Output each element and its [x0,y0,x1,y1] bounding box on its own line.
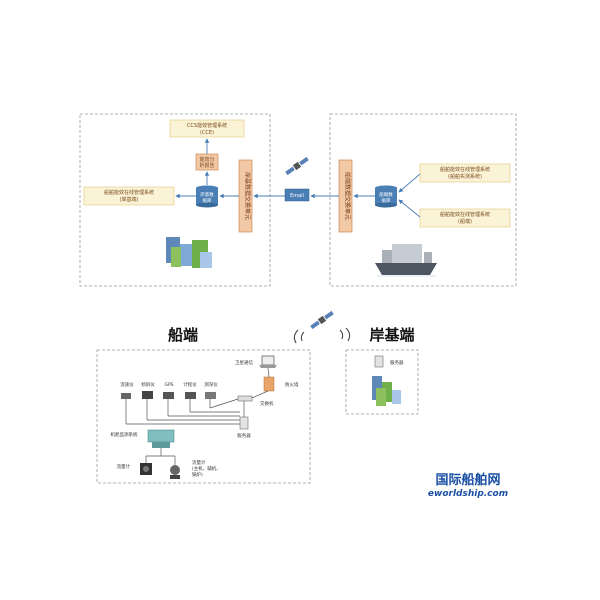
signal-waves [293,327,351,344]
logo-en-text: eworldship.com [428,489,508,499]
engine-room-monitor-icon: 机舱监测系统 [111,429,175,448]
email-box: Email [284,188,310,202]
sensor-label-2: 倾斜仪 [141,381,155,388]
svg-text:(主机、辅机、: (主机、辅机、 [192,465,221,472]
svg-text:Email: Email [290,193,304,199]
ccs-box-line2: (CCE) [200,130,214,136]
cargo-ship-illustration [375,244,437,277]
shore-buildings-bottom [372,376,401,406]
svg-text:锅炉): 锅炉) [192,471,203,478]
firewall-icon: 防火墙 [263,376,299,392]
switch-icon: 交换机 [237,395,274,407]
shore-side-title: 岸基端 [369,326,414,344]
satellite-comm-laptop-icon: 卫星通信 [235,355,277,368]
shore-region-bottom [345,349,419,415]
svg-text:服务器: 服务器 [390,359,404,366]
fuel-meter-icon: 流量计 (主机、辅机、 锅炉) [170,459,221,479]
svg-text:机舱监测系统: 机舱监测系统 [111,431,138,438]
svg-text:船舶能效在线管理系统: 船舶能效在线管理系统 [440,166,490,173]
ship-exchange-unit: 船端数据交换单元 [338,159,353,233]
svg-text:能效分: 能效分 [199,156,214,163]
flow-meter-icon: 流量计 [117,463,152,475]
satellite-middle-icon [310,310,334,330]
svg-text:服务器: 服务器 [237,432,251,439]
shore-region-top [79,113,271,287]
svg-text:析报告: 析报告 [199,162,214,169]
ship-online-system-box: 船舶能效在线管理系统 (船端) [419,208,511,228]
svg-text:岸基数: 岸基数 [200,191,214,198]
sensor-label-4: 计程仪 [183,381,197,388]
svg-text:船端数: 船端数 [379,191,393,198]
sensor-label-3: GPS [164,382,173,388]
svg-text:(船端): (船端) [458,218,472,225]
svg-text:船舶能效在线管理系统: 船舶能效在线管理系统 [440,211,490,218]
shore-buildings-illustration [166,237,212,268]
energy-analysis-report-box: 能效分 析报告 [195,153,219,171]
svg-text:防火墙: 防火墙 [285,381,299,388]
ship-region-top [329,113,517,287]
ship-region-bottom [96,349,311,484]
svg-text:据库: 据库 [203,197,212,204]
svg-text:(船舶实测系统): (船舶实测系统) [448,173,482,180]
svg-text:交换机: 交换机 [260,400,274,407]
svg-text:流量计: 流量计 [117,463,131,470]
sensors-row: 流速仪 倾斜仪 GPS 计程仪 测深仪 [120,381,218,399]
svg-text:据库: 据库 [382,197,391,204]
shore-server-icon: 服务器 [374,355,404,368]
ship-database: 船端数 据库 [375,185,397,208]
top-arrows [175,138,421,218]
ship-measurement-system-box: 船舶能效在线管理系统 (船舶实测系统) [419,163,511,183]
shore-database: 岸基数 据库 [196,185,218,208]
svg-text:船端数据交换单元: 船端数据交换单元 [344,172,352,220]
shore-exchange-unit: 岸基数据交换单元 [238,159,253,233]
ccs-box-line1: CCS能效管理系统 [187,122,227,129]
logo-cn-text: 国际船舶网 [435,472,500,488]
sensor-label-1: 流速仪 [120,381,134,388]
svg-text:流量计: 流量计 [192,459,206,466]
satellite-icon [285,156,309,176]
sensor-label-5: 测深仪 [204,381,218,388]
eworldship-logo: 国际船舶网 eworldship.com [428,472,508,499]
svg-text:卫星通信: 卫星通信 [235,359,253,366]
svg-text:(岸基端): (岸基端) [120,196,139,203]
svg-text:岸基数据交换单元: 岸基数据交换单元 [244,172,252,220]
network-lines [125,367,270,425]
svg-text:船舶能效在线管理系统: 船舶能效在线管理系统 [104,189,154,196]
ccs-system-box: CCS能效管理系统 (CCE) [169,119,245,138]
ship-side-title: 船端 [168,326,198,344]
shore-online-system-box: 船舶能效在线管理系统 (岸基端) [83,186,175,206]
meter-lines [145,448,176,465]
